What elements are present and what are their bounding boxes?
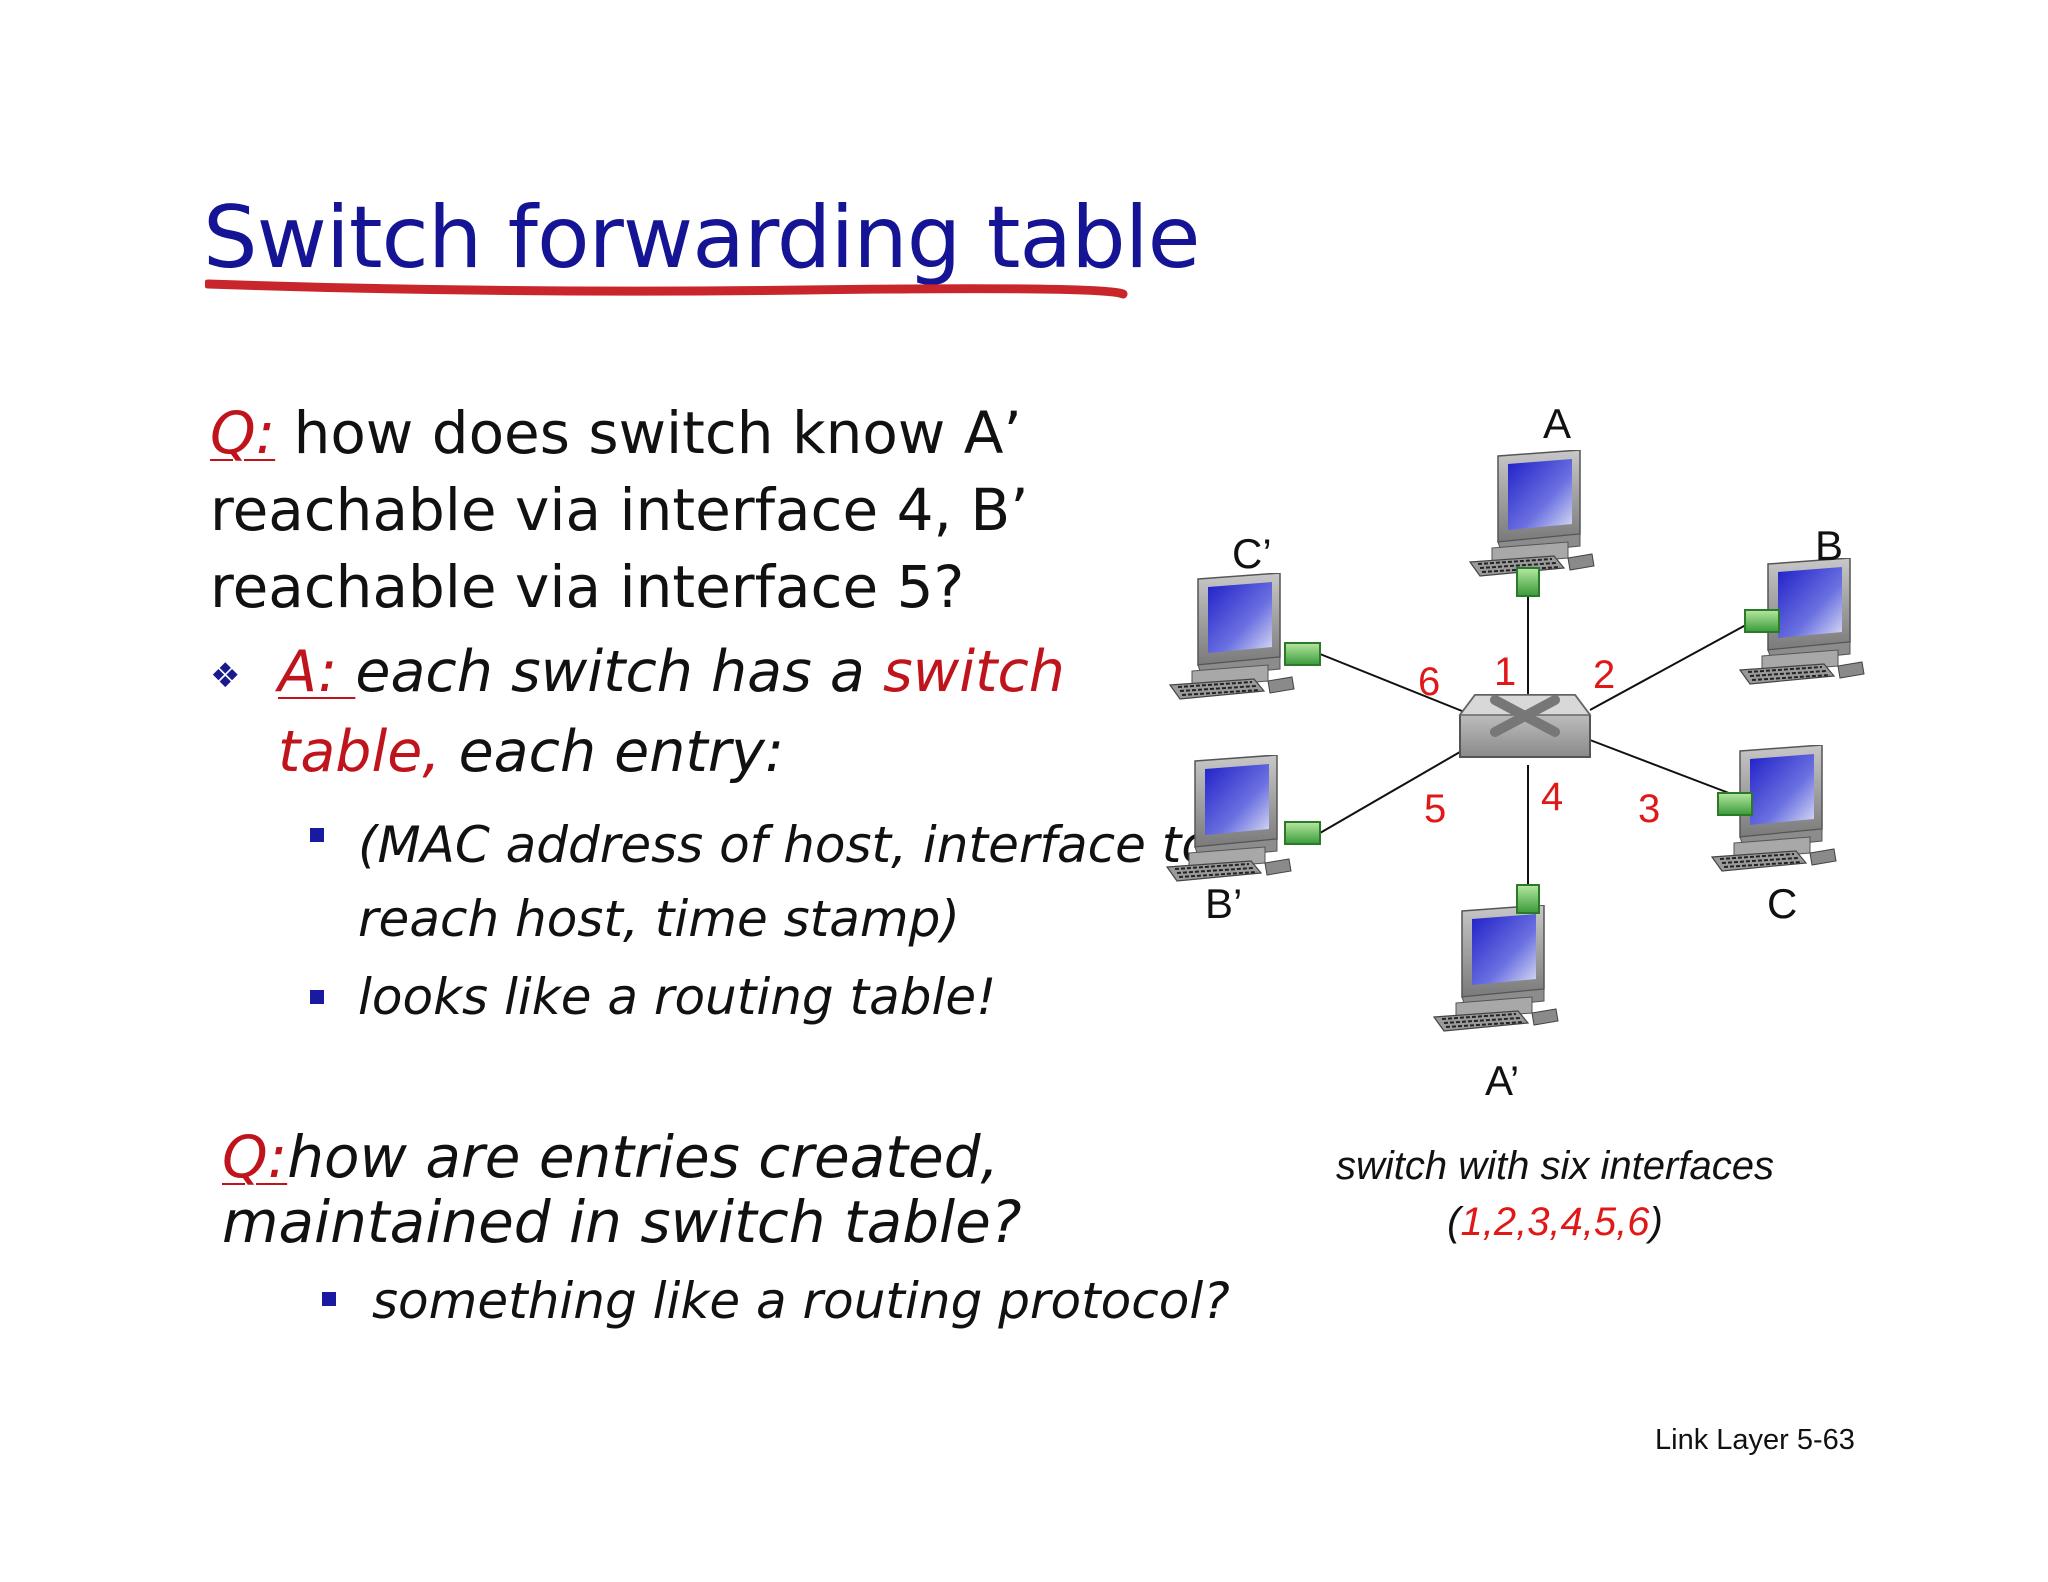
- square-bullet-icon: [310, 828, 324, 842]
- answer-1: A: each switch has a switch table, each …: [278, 632, 1065, 792]
- slide-title: Switch forwarding table: [203, 188, 1201, 288]
- port-label-5: 5: [1424, 787, 1446, 831]
- q1-line3: reachable via interface 5?: [210, 553, 965, 621]
- port-label-1: 1: [1494, 650, 1516, 694]
- interface-connectors: [1284, 567, 1780, 914]
- question-2: Q:how are entries created, maintained in…: [222, 1125, 1022, 1255]
- port-label-2: 2: [1593, 653, 1615, 697]
- port-label-4: 4: [1541, 775, 1563, 819]
- host-label-a: A: [1543, 400, 1571, 447]
- host-label-c: C: [1767, 880, 1797, 927]
- a1-line1-b: switch: [882, 639, 1065, 705]
- q2-label: Q:: [222, 1123, 288, 1191]
- diagram-caption: switch with six interfaces (1,2,3,4,5,6): [1230, 1138, 1880, 1250]
- port-label-3: 3: [1638, 787, 1660, 831]
- switch-icon: [1458, 694, 1592, 758]
- question-1: Q: how does switch know A’ reachable via…: [210, 395, 1029, 626]
- caption-line1: switch with six interfaces: [1336, 1144, 1774, 1188]
- square-bullet-icon: [322, 1292, 336, 1306]
- a1-line2-a: table,: [278, 719, 441, 785]
- q2-bullet: something like a routing protocol?: [372, 1272, 1230, 1330]
- host-label-a-prime: A’: [1485, 1057, 1519, 1104]
- q1-line2: reachable via interface 4, B’: [210, 476, 1029, 544]
- links: [1319, 580, 1756, 900]
- slide-footer: Link Layer 5-63: [1655, 1424, 1855, 1456]
- diamond-bullet-icon: ❖: [210, 656, 241, 696]
- square-bullet-icon: [310, 990, 324, 1004]
- q2-line2: maintained in switch table?: [222, 1188, 1022, 1256]
- caption-open: (: [1447, 1200, 1461, 1244]
- a-label: A:: [278, 639, 356, 705]
- bullet-1-line1: (MAC address of host, interface to: [358, 816, 1212, 874]
- caption-close: ): [1649, 1200, 1663, 1244]
- computer-b-prime-icon: [1166, 755, 1292, 882]
- q2-line1: how are entries created,: [287, 1123, 999, 1191]
- port-label-6: 6: [1418, 660, 1440, 704]
- caption-ports: 1,2,3,4,5,6: [1460, 1200, 1650, 1244]
- q1-line1: how does switch know A’: [275, 399, 1022, 467]
- a1-line1-a: each switch has a: [355, 639, 883, 705]
- bullet-entry-fields: (MAC address of host, interface to reach…: [358, 808, 1212, 956]
- bullet-1-line2: reach host, time stamp): [358, 890, 960, 948]
- host-label-b-prime: B’: [1205, 880, 1242, 927]
- a1-line2-b: each entry:: [440, 719, 785, 785]
- computer-a-icon: [1469, 450, 1595, 577]
- computer-c-prime-icon: [1169, 573, 1295, 700]
- q-label: Q:: [210, 399, 276, 467]
- computer-a-prime-icon: [1433, 905, 1559, 1032]
- host-label-b: B: [1815, 522, 1843, 569]
- bullet-2: looks like a routing table!: [358, 968, 997, 1026]
- title-underline: [205, 279, 1128, 299]
- host-label-c-prime: C’: [1232, 530, 1272, 577]
